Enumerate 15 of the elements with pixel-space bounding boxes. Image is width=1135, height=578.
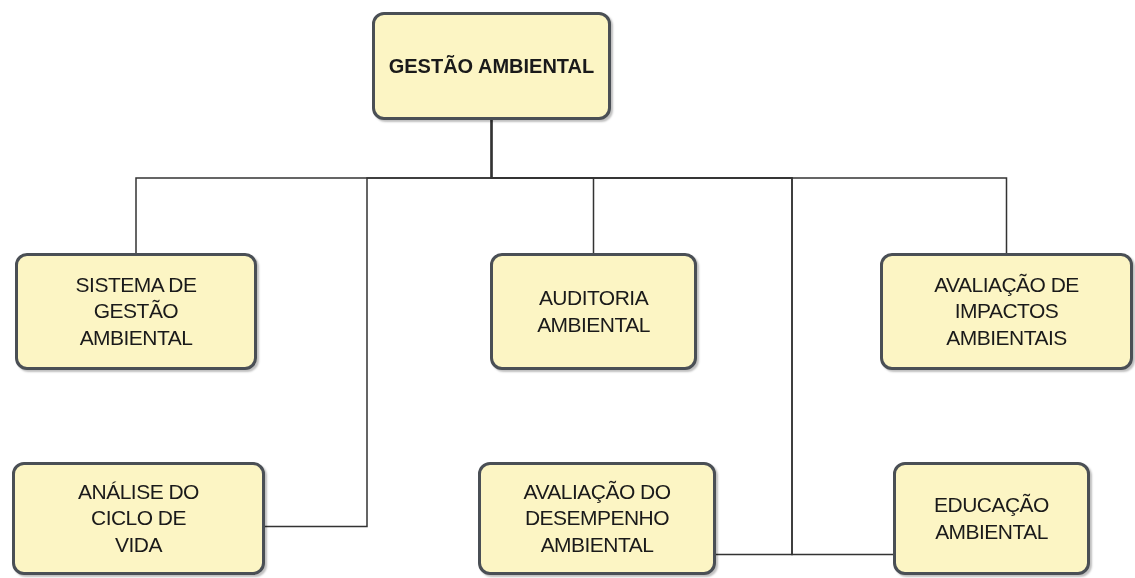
- box-label: AUDITORIA AMBIENTAL: [536, 285, 651, 338]
- connector-line: [490, 119, 894, 556]
- box-label: ANÁLISE DO CICLO DE VIDA: [77, 479, 200, 558]
- concept-box: [478, 462, 716, 575]
- concept-box: [12, 462, 265, 575]
- box-label: SISTEMA DE GESTÃO AMBIENTAL: [74, 272, 198, 351]
- concept-box: [880, 253, 1133, 370]
- box-label: AVALIAÇÃO DE IMPACTOS AMBIENTAIS: [933, 272, 1080, 351]
- concept-box: [893, 462, 1090, 575]
- concept-box: [490, 253, 697, 370]
- concept-box: [372, 12, 611, 120]
- box-label: AVALIAÇÃO DO DESEMPENHO AMBIENTAL: [522, 479, 672, 558]
- box-label: EDUCAÇÃO AMBIENTAL: [933, 492, 1050, 545]
- concept-box: [15, 253, 257, 370]
- box-label: GESTÃO AMBIENTAL: [388, 53, 595, 79]
